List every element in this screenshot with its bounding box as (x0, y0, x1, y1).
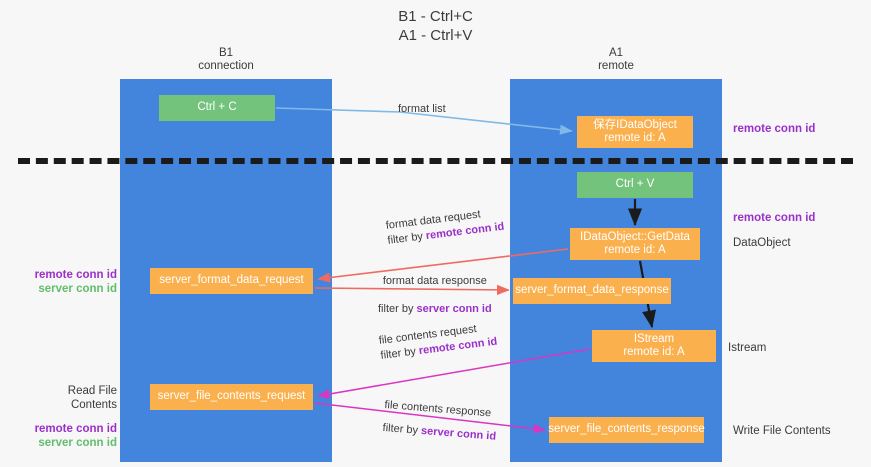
node-ctrl-c-label: Ctrl + C (197, 101, 237, 114)
node-idataobject-getdata[interactable]: IDataObject::GetData remote id: A (570, 228, 700, 260)
label-left-1-server: server conn id (38, 283, 117, 295)
label-left-2-remote: remote conn id (34, 423, 117, 435)
node-istream-sub: remote id: A (623, 346, 685, 358)
edge-label-format-data-response-line1: format data response (382, 275, 487, 287)
node-getdata-sub: remote id: A (604, 244, 666, 256)
node-server-file-contents-request[interactable]: server_file_contents_request (150, 384, 313, 410)
label-left-2-server: server conn id (38, 437, 117, 449)
node-server-format-data-request-label: server_format_data_request (159, 274, 304, 287)
fcreq-prefix: filter by (379, 345, 420, 362)
node-server-format-data-request[interactable]: server_format_data_request (150, 268, 313, 294)
section-divider (18, 158, 853, 164)
node-idataobject-label: 保存IDataObject (593, 118, 677, 131)
label-left-conn-ids-2: Read File Contents remote conn id server… (22, 384, 117, 450)
edge-label-file-contents-response: file contents response filter by server … (382, 398, 498, 445)
label-dataobject: DataObject (733, 237, 791, 249)
fcres-prefix: filter by (382, 421, 422, 437)
node-istream-label: IStream (633, 332, 675, 345)
node-getdata-label: IDataObject::GetData (580, 230, 690, 243)
node-server-format-data-response-label: server_format_data_response (515, 284, 669, 297)
edge-label-file-contents-request: file contents request filter by remote c… (378, 320, 498, 364)
edge-label-format-data-response: format data response filter by server co… (378, 274, 492, 317)
label-remote-conn-id-top: remote conn id (733, 123, 816, 135)
fdres-prefix: filter by (378, 303, 417, 315)
title-line-1: B1 - Ctrl+C (398, 8, 473, 25)
lane-header-a1-role: remote (598, 60, 634, 72)
lane-header-a1-name: A1 (608, 47, 624, 59)
edge-label-format-list: format list (398, 103, 446, 115)
edge-label-file-contents-response-line1: file contents response (383, 398, 492, 420)
edge-label-format-data-response-line2: filter by server conn id (378, 302, 492, 317)
label-write-file-contents: Write File Contents (733, 425, 831, 437)
page-title: B1 - Ctrl+C A1 - Ctrl+V (0, 7, 871, 45)
node-idataobject[interactable]: 保存IDataObject remote id: A (577, 116, 693, 148)
node-ctrl-c[interactable]: Ctrl + C (159, 95, 275, 121)
fcres-highlight: server conn id (420, 424, 497, 443)
node-server-file-contents-response[interactable]: server_file_contents_response (548, 417, 705, 443)
label-left-1-remote: remote conn id (34, 269, 117, 281)
node-server-file-contents-request-label: server_file_contents_request (157, 390, 306, 403)
label-remote-conn-id-mid: remote conn id (733, 212, 816, 224)
title-line-2: A1 - Ctrl+V (398, 27, 473, 44)
label-left-conn-ids-1: remote conn id server conn id (22, 268, 117, 296)
lane-header-a1: A1 remote (536, 47, 696, 73)
label-istream: Istream (728, 342, 767, 354)
node-idataobject-sub: remote id: A (604, 132, 666, 144)
lane-header-b1: B1 connection (146, 47, 306, 73)
node-ctrl-v[interactable]: Ctrl + V (577, 172, 693, 198)
node-server-format-data-response[interactable]: server_format_data_response (513, 278, 671, 304)
fdres-highlight: server conn id (416, 303, 492, 315)
node-istream[interactable]: IStream remote id: A (592, 330, 716, 362)
edge-label-file-contents-response-line2: filter by server conn id (382, 421, 497, 445)
node-ctrl-v-label: Ctrl + V (615, 178, 655, 191)
node-server-file-contents-response-label: server_file_contents_response (548, 423, 705, 436)
lane-header-b1-name: B1 (218, 47, 234, 59)
label-read-file-contents: Read File Contents (67, 385, 117, 411)
fdreq-prefix: filter by (386, 230, 427, 247)
lane-header-b1-role: connection (198, 60, 254, 72)
edge-label-format-data-request: format data request filter by remote con… (385, 205, 505, 249)
